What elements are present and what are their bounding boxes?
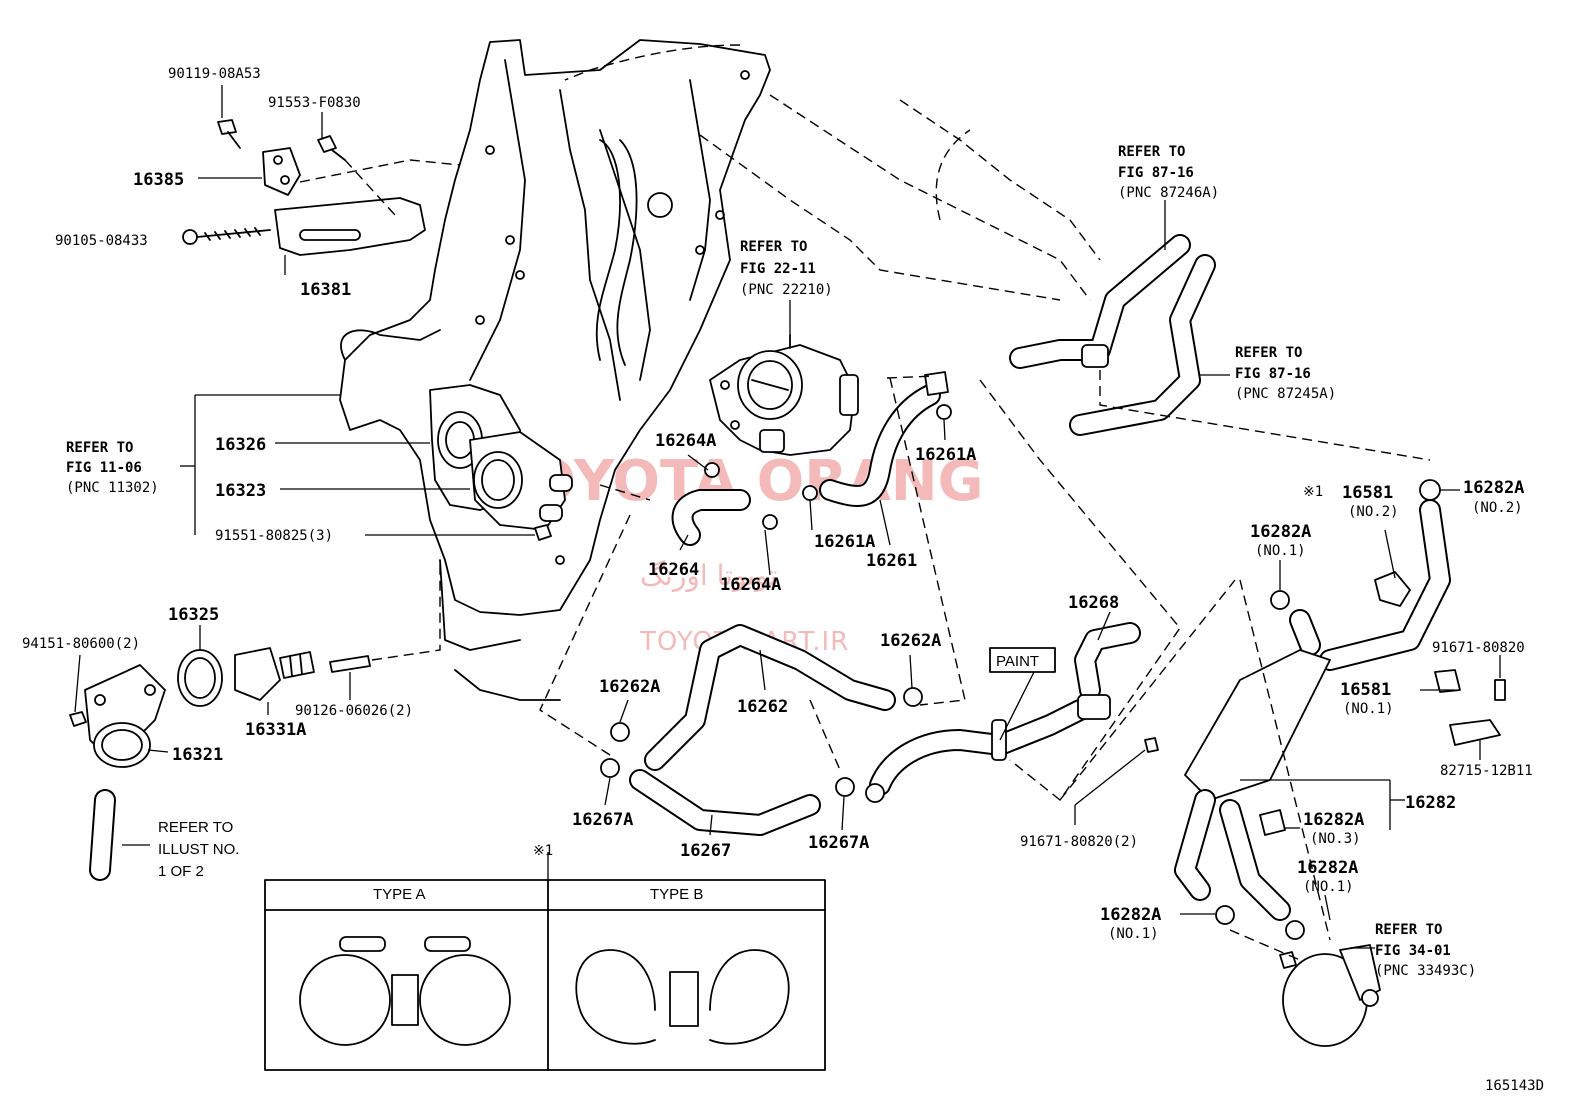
label-16331A: 16331A: [245, 720, 306, 740]
thermostat: [234, 647, 315, 701]
label-16261A-b: 16261A: [814, 532, 875, 552]
ref-fig87a-line3: (PNC 87246A): [1118, 185, 1219, 201]
label-16581-a-no: (NO.2): [1348, 504, 1399, 520]
label-16282A-no3-no: (NO.3): [1310, 831, 1361, 847]
label-90126: 90126-06026(2): [295, 703, 413, 719]
label-16282A-no1-b: 16282A: [1297, 858, 1358, 878]
label-16282A-top: 16282A: [1463, 478, 1524, 498]
label-16267A-b: 16267A: [808, 833, 869, 853]
ref-fig87b-line2: FIG 87-16: [1235, 366, 1311, 382]
label-16267A-a: 16267A: [572, 810, 633, 830]
ref-fig87b-line1: REFER TO: [1235, 345, 1302, 361]
paint-label: PAINT: [996, 653, 1039, 670]
ref-fig34-line1: REFER TO: [1375, 922, 1442, 938]
ref-fig11-line2: FIG 11-06: [66, 460, 142, 476]
label-91671-b: 91671-80820(2): [1020, 834, 1138, 850]
label-82715: 82715-12B11: [1440, 763, 1533, 779]
diagram-id: 165143D: [1485, 1078, 1544, 1094]
paint-box: [989, 647, 1056, 673]
label-16264A-b: 16264A: [720, 575, 781, 595]
label-16282A-top-no: (NO.2): [1472, 500, 1523, 516]
throttle-body: [709, 334, 859, 456]
label-91671-a: 91671-80820: [1432, 640, 1525, 656]
label-16264: 16264: [648, 560, 699, 580]
ref-fig87a-line1: REFER TO: [1118, 144, 1185, 160]
label-91553: 91553-F0830: [268, 95, 361, 111]
type-a-header: TYPE A: [373, 886, 426, 903]
ref-fig22-line3: (PNC 22210): [740, 282, 833, 298]
label-16282A-no1-a: 16282A: [1250, 522, 1311, 542]
label-16261A-a: 16261A: [915, 445, 976, 465]
bracket-assembly: [182, 119, 426, 256]
label-16282A-no3: 16282A: [1303, 810, 1364, 830]
ref-fig11-line1: REFER TO: [66, 440, 133, 456]
label-90105: 90105-08433: [55, 233, 148, 249]
label-16385: 16385: [133, 170, 184, 190]
clip-type-table: [264, 879, 826, 1071]
type-b-header: TYPE B: [650, 886, 703, 903]
label-16267: 16267: [680, 841, 731, 861]
asterisk-note-2: ※1: [533, 843, 553, 859]
timing-cover-outline: [339, 39, 771, 701]
label-16581-a: 16581: [1342, 483, 1393, 503]
ref-fig34-line2: FIG 34-01: [1375, 943, 1451, 959]
label-91551: 91551-80825(3): [215, 528, 333, 544]
callout-labels: 90119-08A53 91553-F0830 16385 90105-0843…: [22, 66, 1544, 1094]
label-16326: 16326: [215, 435, 266, 455]
asterisk-note-1: ※1: [1303, 484, 1323, 500]
ref-fig87a-line2: FIG 87-16: [1118, 165, 1194, 181]
vacuum-pump: [1279, 944, 1381, 1047]
ref-fig87b-line3: (PNC 87245A): [1235, 386, 1336, 402]
label-16581-b-no: (NO.1): [1343, 701, 1394, 717]
label-16321: 16321: [172, 745, 223, 765]
label-16264A-a: 16264A: [655, 431, 716, 451]
label-16262A-a: 16262A: [599, 677, 660, 697]
ref-illust-line2: ILLUST NO.: [158, 841, 239, 858]
ref-fig22-line1: REFER TO: [740, 239, 807, 255]
leader-lines: [74, 85, 1501, 949]
ref-fig22-line2: FIG 22-11: [740, 261, 816, 277]
label-16262: 16262: [737, 697, 788, 717]
label-16325: 16325: [168, 605, 219, 625]
label-16282A-no1-b-no: (NO.1): [1303, 879, 1354, 895]
label-16268: 16268: [1068, 593, 1119, 613]
label-16261: 16261: [866, 551, 917, 571]
label-16282: 16282: [1405, 793, 1456, 813]
label-16282A-no1-c-no: (NO.1): [1108, 926, 1159, 942]
label-90119: 90119-08A53: [168, 66, 261, 82]
pipe-assembly-16282: [1144, 479, 1506, 940]
label-16381: 16381: [300, 280, 351, 300]
label-16282A-no1-c: 16282A: [1100, 905, 1161, 925]
watermark-persian: تویوتا اورنگ: [640, 559, 777, 592]
label-16581-b: 16581: [1340, 680, 1391, 700]
ref-illust-line1: REFER TO: [158, 819, 233, 836]
water-inlet: [84, 664, 166, 768]
hose-clamps: [600, 404, 1111, 803]
label-94151: 94151-80600(2): [22, 636, 140, 652]
label-16282A-no1-a-no: (NO.1): [1255, 543, 1306, 559]
label-16323: 16323: [215, 481, 266, 501]
ref-fig11-line3: (PNC 11302): [66, 480, 159, 496]
label-16262A-b: 16262A: [880, 631, 941, 651]
ref-fig34-line3: (PNC 33493C): [1375, 963, 1476, 979]
ref-illust-line3: 1 OF 2: [158, 863, 204, 880]
